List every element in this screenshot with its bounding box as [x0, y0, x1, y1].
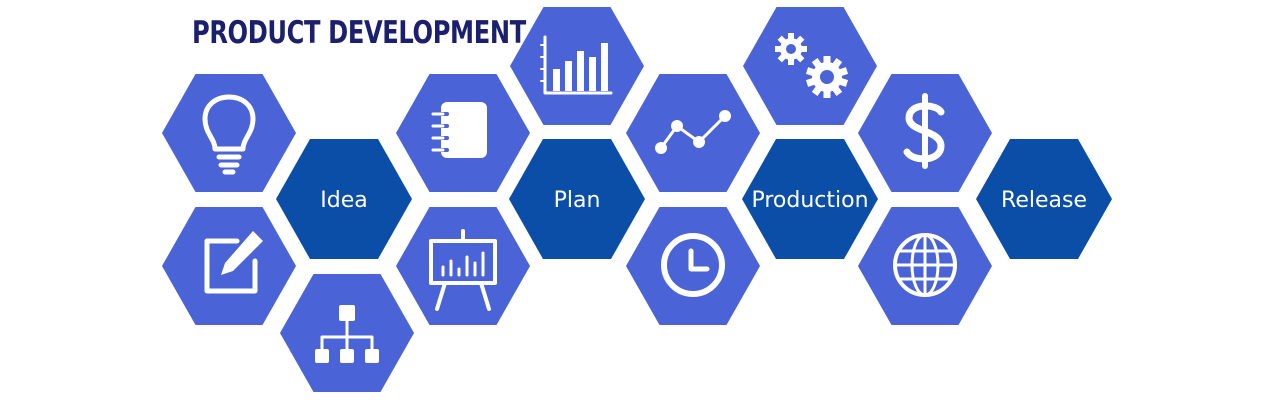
dollar-icon: [903, 93, 945, 169]
notebook-icon: [431, 102, 487, 158]
stage-hexagon-release: Release: [976, 139, 1112, 259]
lightbulb-icon: [202, 94, 256, 175]
gears-icon: [775, 33, 849, 98]
globe-icon: [893, 233, 957, 297]
icon-hexagon-presentation-easel-icon: [396, 207, 530, 325]
stage-hexagon-production: Production: [742, 139, 878, 259]
icon-hexagon-line-graph-icon: [626, 74, 760, 192]
bar-chart-icon: [540, 35, 613, 95]
edit-icon: [204, 231, 263, 294]
stage-hexagon-shape: [742, 139, 878, 259]
page-title: PRODUCT DEVELOPMENT: [192, 15, 526, 51]
presentation-easel-icon: [429, 229, 497, 311]
clock-icon: [661, 233, 725, 297]
stage-label: Production: [751, 188, 868, 213]
hierarchy-icon: [315, 305, 379, 363]
stage-hexagon-shape: [976, 139, 1112, 259]
stage-label: Release: [1001, 188, 1087, 213]
stage-hexagon-idea: Idea: [276, 139, 412, 259]
stage-label: Idea: [320, 188, 367, 213]
icon-hexagon-gears-icon: [743, 7, 877, 125]
stage-hexagon-shape: [509, 139, 645, 259]
stage-hexagon-plan: Plan: [509, 139, 645, 259]
icon-hexagon-lightbulb-icon: [162, 74, 296, 192]
stage-hexagon-shape: [276, 139, 412, 259]
line-graph-icon: [655, 110, 731, 154]
stage-label: Plan: [554, 188, 601, 213]
